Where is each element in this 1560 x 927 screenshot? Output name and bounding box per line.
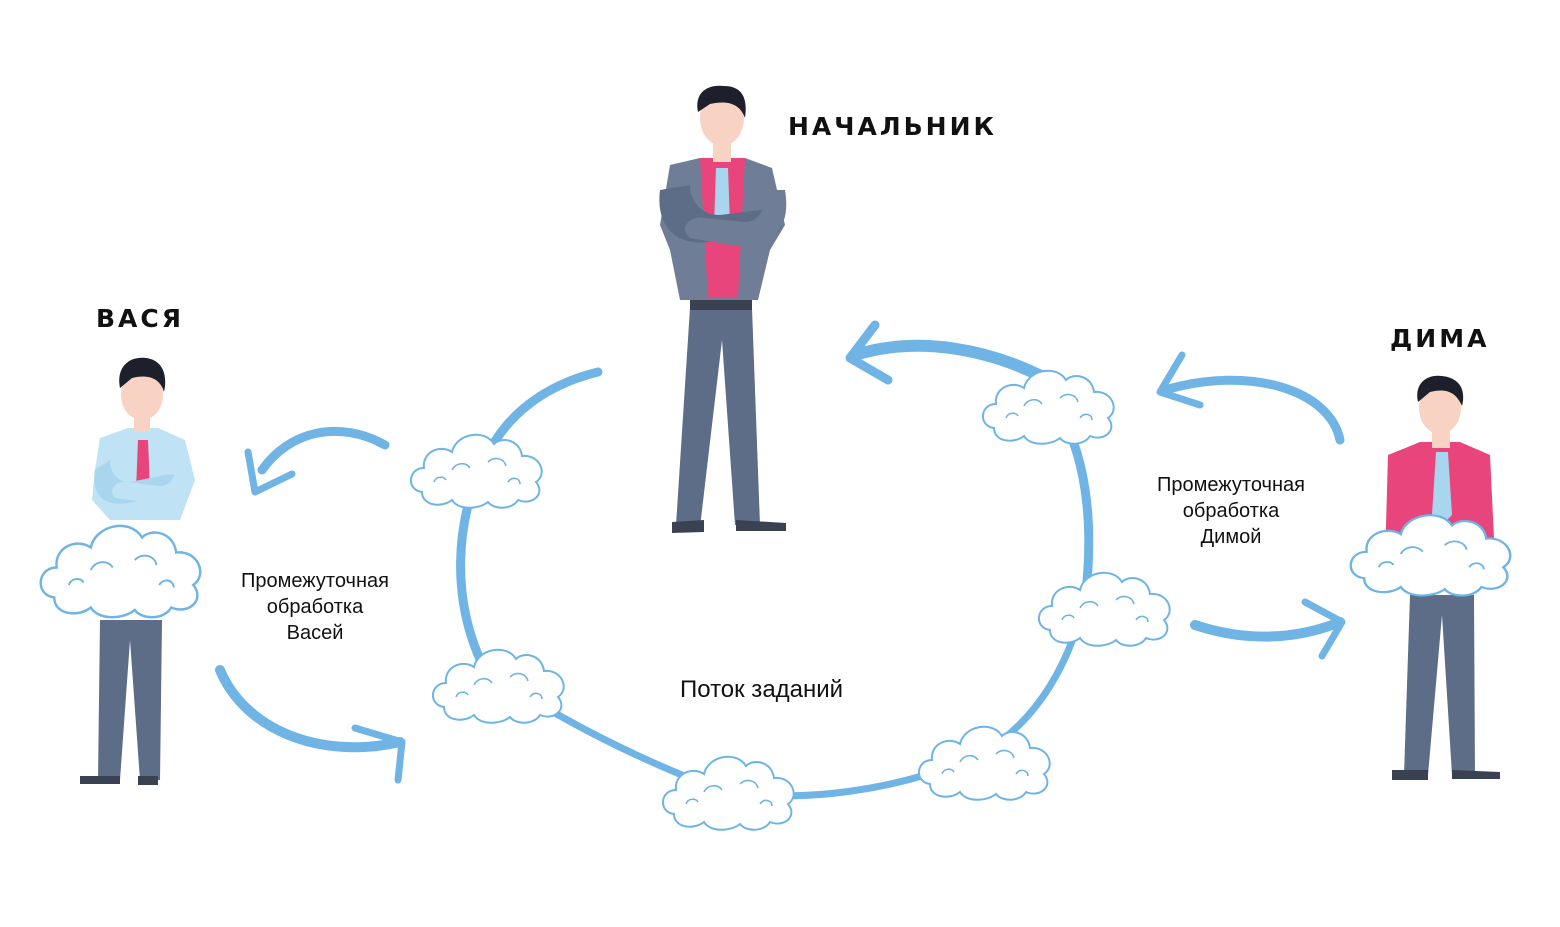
flow-path-left <box>456 367 603 675</box>
boss-name-label: НАЧАЛЬНИК <box>788 112 997 141</box>
vasya-arrow-in-head <box>244 448 296 496</box>
dima-note-line-3: Димой <box>1200 526 1262 548</box>
vasya-name-label: ВАСЯ <box>96 304 185 333</box>
flow-cloud-5 <box>1037 571 1171 647</box>
dima-name-label: ДИМА <box>1390 324 1490 353</box>
dima-arrow-out <box>1190 617 1345 642</box>
vasya-figure <box>39 357 202 785</box>
boss-figure <box>659 85 787 533</box>
flow-path-top <box>849 339 1051 384</box>
vasya-note-line-3: Васей <box>286 622 344 644</box>
dima-arrow-out-head <box>1301 598 1346 660</box>
flow-cloud-3 <box>661 755 795 831</box>
dima-arrow-in <box>1160 375 1345 445</box>
vasya-processing-note: Промежуточная обработка Васей <box>212 568 418 646</box>
vasya-arrow-out <box>215 665 405 753</box>
flow-arrowhead-top <box>845 320 893 385</box>
dima-arrows <box>1156 351 1346 660</box>
vasya-arrows <box>215 426 406 784</box>
vasya-arrow-in <box>257 426 390 475</box>
vasya-note-line-1: Промежуточная <box>241 570 389 592</box>
flow-cloud-1 <box>409 433 543 509</box>
flow-cloud-6 <box>981 369 1115 445</box>
flow-path-bottom <box>481 596 1089 800</box>
flow-cloud-4 <box>917 725 1051 801</box>
dima-figure <box>1349 375 1512 780</box>
task-flow-loop <box>409 320 1171 831</box>
vasya-note-line-2: обработка <box>266 596 364 618</box>
flow-cloud-2 <box>431 648 565 724</box>
dima-note-line-2: обработка <box>1182 500 1280 522</box>
vasya-arrow-out-head <box>351 724 406 784</box>
dima-note-line-1: Промежуточная <box>1157 474 1305 496</box>
dima-processing-note: Промежуточная обработка Димой <box>1128 472 1334 550</box>
dima-arrow-in-head <box>1156 351 1204 409</box>
task-flow-label: Поток заданий <box>680 676 844 703</box>
